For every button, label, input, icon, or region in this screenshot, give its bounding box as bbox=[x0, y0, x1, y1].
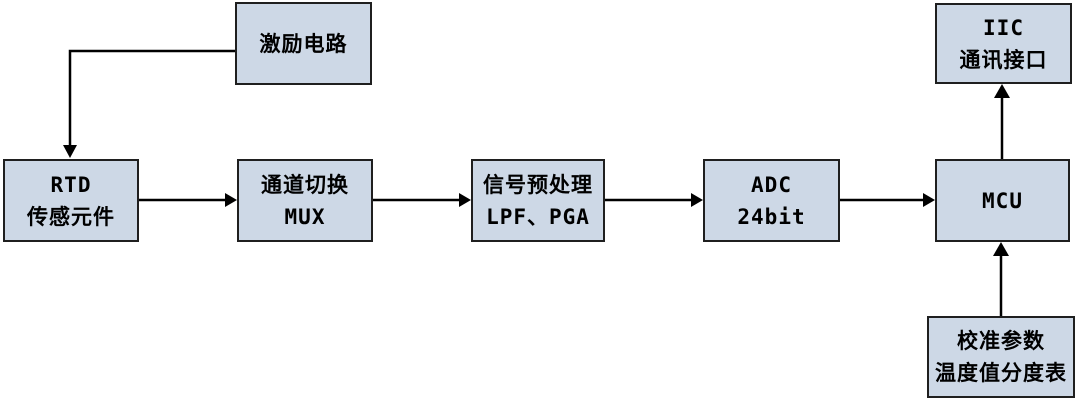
arrow-mux-to-preprocess bbox=[373, 193, 471, 207]
node-label: LPF、PGA bbox=[486, 204, 590, 229]
node-channel-mux: 通道切换 MUX bbox=[237, 159, 373, 242]
arrow-rtd-to-mux bbox=[139, 193, 237, 207]
arrow-mcu-to-iic bbox=[994, 84, 1010, 159]
arrow-excitation-to-rtd bbox=[63, 49, 235, 158]
node-rtd-sensor: RTD 传感元件 bbox=[3, 159, 139, 242]
node-label: MCU bbox=[982, 188, 1023, 213]
node-label: MUX bbox=[284, 204, 326, 229]
node-label: 校准参数 bbox=[957, 329, 1045, 353]
node-label: 24bit bbox=[737, 204, 806, 229]
arrow-preprocess-to-adc bbox=[605, 193, 703, 207]
arrow-adc-to-mcu bbox=[840, 193, 935, 207]
node-adc-24bit: ADC 24bit bbox=[703, 159, 840, 242]
node-signal-preprocessing: 信号预处理 LPF、PGA bbox=[471, 159, 605, 242]
node-label: 通道切换 bbox=[261, 172, 349, 197]
node-label: ADC bbox=[751, 172, 792, 197]
node-iic-interface: IIC 通讯接口 bbox=[935, 3, 1072, 84]
node-excitation-circuit: 激励电路 bbox=[235, 2, 372, 85]
node-label: RTD bbox=[50, 172, 92, 197]
node-label: 激励电路 bbox=[259, 31, 348, 56]
node-calibration-table: 校准参数 温度值分度表 bbox=[927, 316, 1075, 398]
arrow-calibration-to-mcu bbox=[993, 242, 1009, 316]
node-mcu: MCU bbox=[935, 159, 1070, 242]
node-label: 通讯接口 bbox=[959, 47, 1048, 72]
node-label: IIC bbox=[983, 15, 1024, 40]
node-label: 信号预处理 bbox=[483, 172, 593, 197]
node-label: 温度值分度表 bbox=[935, 361, 1067, 385]
node-label: 传感元件 bbox=[27, 204, 115, 229]
